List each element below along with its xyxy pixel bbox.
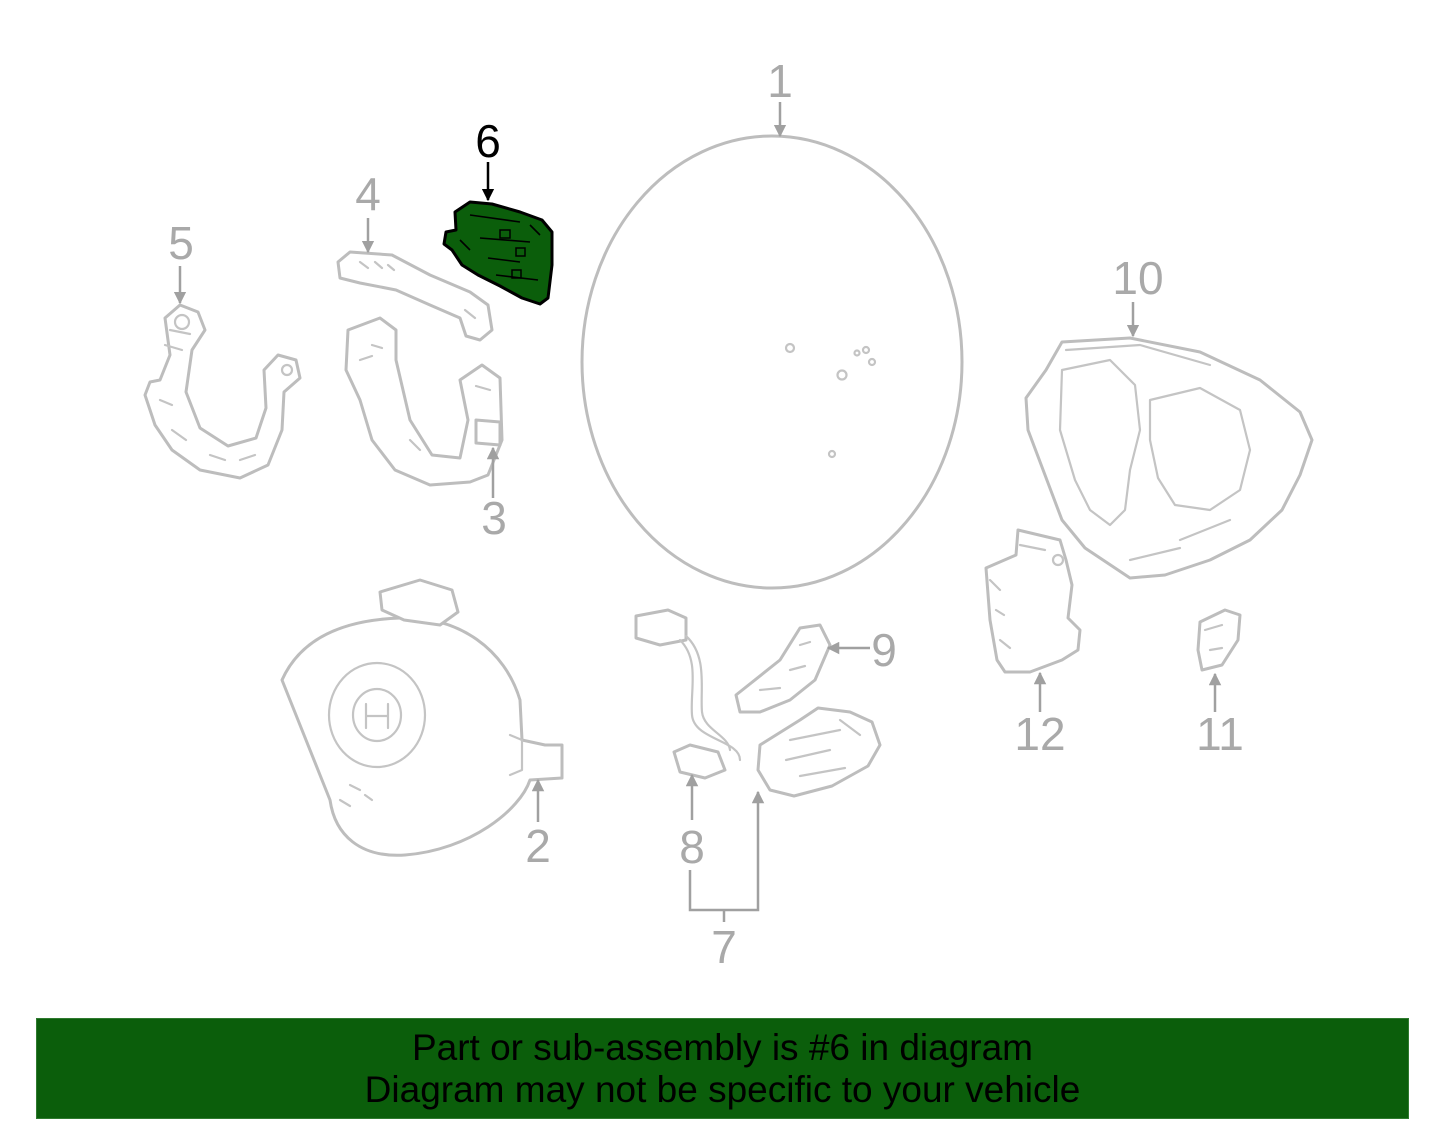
part-11-clip	[1196, 608, 1242, 672]
callout-7: 7	[711, 921, 737, 973]
callout-3: 3	[481, 492, 507, 544]
leader-lines	[173, 102, 1222, 922]
banner-line-2: Diagram may not be specific to your vehi…	[364, 1068, 1081, 1110]
callout-9: 9	[871, 624, 897, 676]
callout-2: 2	[525, 820, 551, 872]
part-6-highlighted-module	[442, 200, 554, 306]
part-10-airbag-cover	[1024, 336, 1314, 580]
part-4-bracket	[336, 250, 494, 342]
callout-12: 12	[1014, 708, 1065, 760]
callout-4: 4	[355, 168, 381, 220]
part-2-airbag-module	[280, 578, 564, 857]
parts-diagram: 1 2 3 4 5 6 7 8 9 10 11 12	[143, 55, 1314, 973]
callout-1: 1	[767, 55, 793, 107]
part-7-switch-housing	[756, 706, 882, 798]
callout-5: 5	[168, 217, 194, 269]
part-5-bracket	[143, 303, 302, 480]
callout-11: 11	[1196, 708, 1244, 760]
part-12-control-unit	[984, 528, 1082, 674]
callout-6-highlighted: 6	[475, 115, 501, 167]
banner-line-1: Part or sub-assembly is #6 in diagram	[411, 1026, 1034, 1068]
part-1-steering-wheel	[580, 134, 964, 590]
info-banner: Part or sub-assembly is #6 in diagram Di…	[36, 1018, 1409, 1119]
part-3-bracket	[344, 316, 504, 487]
part-9-bracket	[734, 623, 832, 714]
callout-10: 10	[1112, 252, 1163, 304]
callout-8: 8	[679, 821, 705, 873]
part-8-wire-harness	[634, 608, 742, 780]
